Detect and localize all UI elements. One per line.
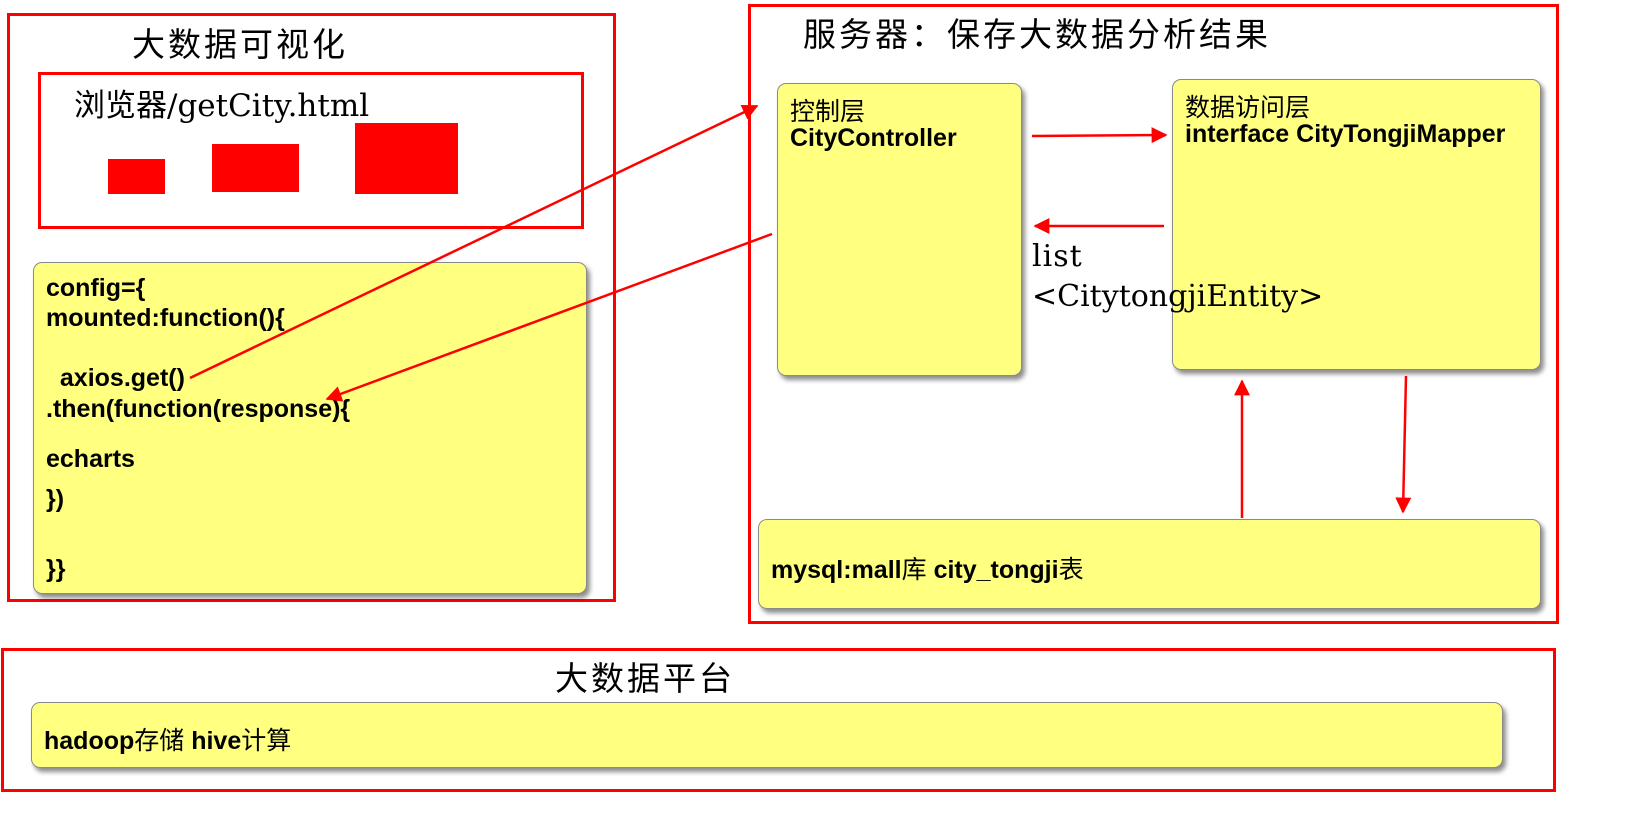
chart-bar-small [108, 159, 165, 194]
compute-label: 计算 [241, 727, 292, 755]
mapper-layer-label: 数据访问层 [1185, 93, 1311, 122]
code-line: echarts [46, 445, 135, 473]
visualization-title: 大数据可视化 [132, 25, 348, 64]
code-line: .then(function(response){ [46, 395, 351, 423]
mapper-to-db-arrow [1395, 375, 1412, 514]
browser-box [38, 72, 584, 229]
return-type-label-line1: list [1032, 239, 1083, 274]
platform-label: hadoop存储 hive计算 [44, 721, 291, 757]
mapper-name: interface CityTongjiMapper [1185, 120, 1506, 148]
chart-bar-medium [212, 144, 299, 192]
platform-note: hadoop存储 hive计算 [31, 702, 1503, 768]
code-line: }) [46, 485, 65, 513]
storage-label: 存储 [134, 727, 192, 755]
table-name: city_tongji [933, 556, 1059, 584]
database-note: mysql:mall库 city_tongji表 [758, 519, 1541, 609]
hive-label: hive [191, 727, 242, 755]
browser-label: 浏览器/getCity.html [74, 88, 370, 124]
code-note: config={ mounted:function(){ axios.get()… [33, 262, 587, 594]
return-type-label-line2: <CitytongjiEntity> [1032, 279, 1324, 314]
controller-to-mapper-arrow [1031, 127, 1168, 144]
visualization-panel [7, 13, 616, 602]
platform-title: 大数据平台 [555, 659, 735, 698]
controller-name: CityController [790, 124, 957, 152]
code-line: }} [46, 555, 66, 583]
server-title: 服务器：保存大数据分析结果 [803, 15, 1271, 54]
database-label: mysql:mall库 city_tongji表 [771, 550, 1084, 586]
code-line: config={ [46, 274, 146, 302]
table-suffix: 表 [1058, 556, 1084, 584]
controller-layer-label: 控制层 [790, 97, 866, 126]
server-panel [748, 4, 1559, 624]
hadoop-label: hadoop [44, 727, 135, 755]
code-line: axios.get() [46, 364, 185, 392]
platform-panel [1, 648, 1556, 792]
database-name: mysql:mall [771, 556, 902, 584]
mapper-note: 数据访问层 interface CityTongjiMapper [1172, 79, 1541, 370]
controller-note: 控制层 CityController [777, 83, 1022, 376]
request-arrow [189, 104, 759, 380]
chart-bar-large [355, 123, 458, 194]
response-arrow [325, 232, 773, 402]
code-line: mounted:function(){ [46, 304, 285, 332]
database-suffix: 库 [901, 556, 934, 584]
